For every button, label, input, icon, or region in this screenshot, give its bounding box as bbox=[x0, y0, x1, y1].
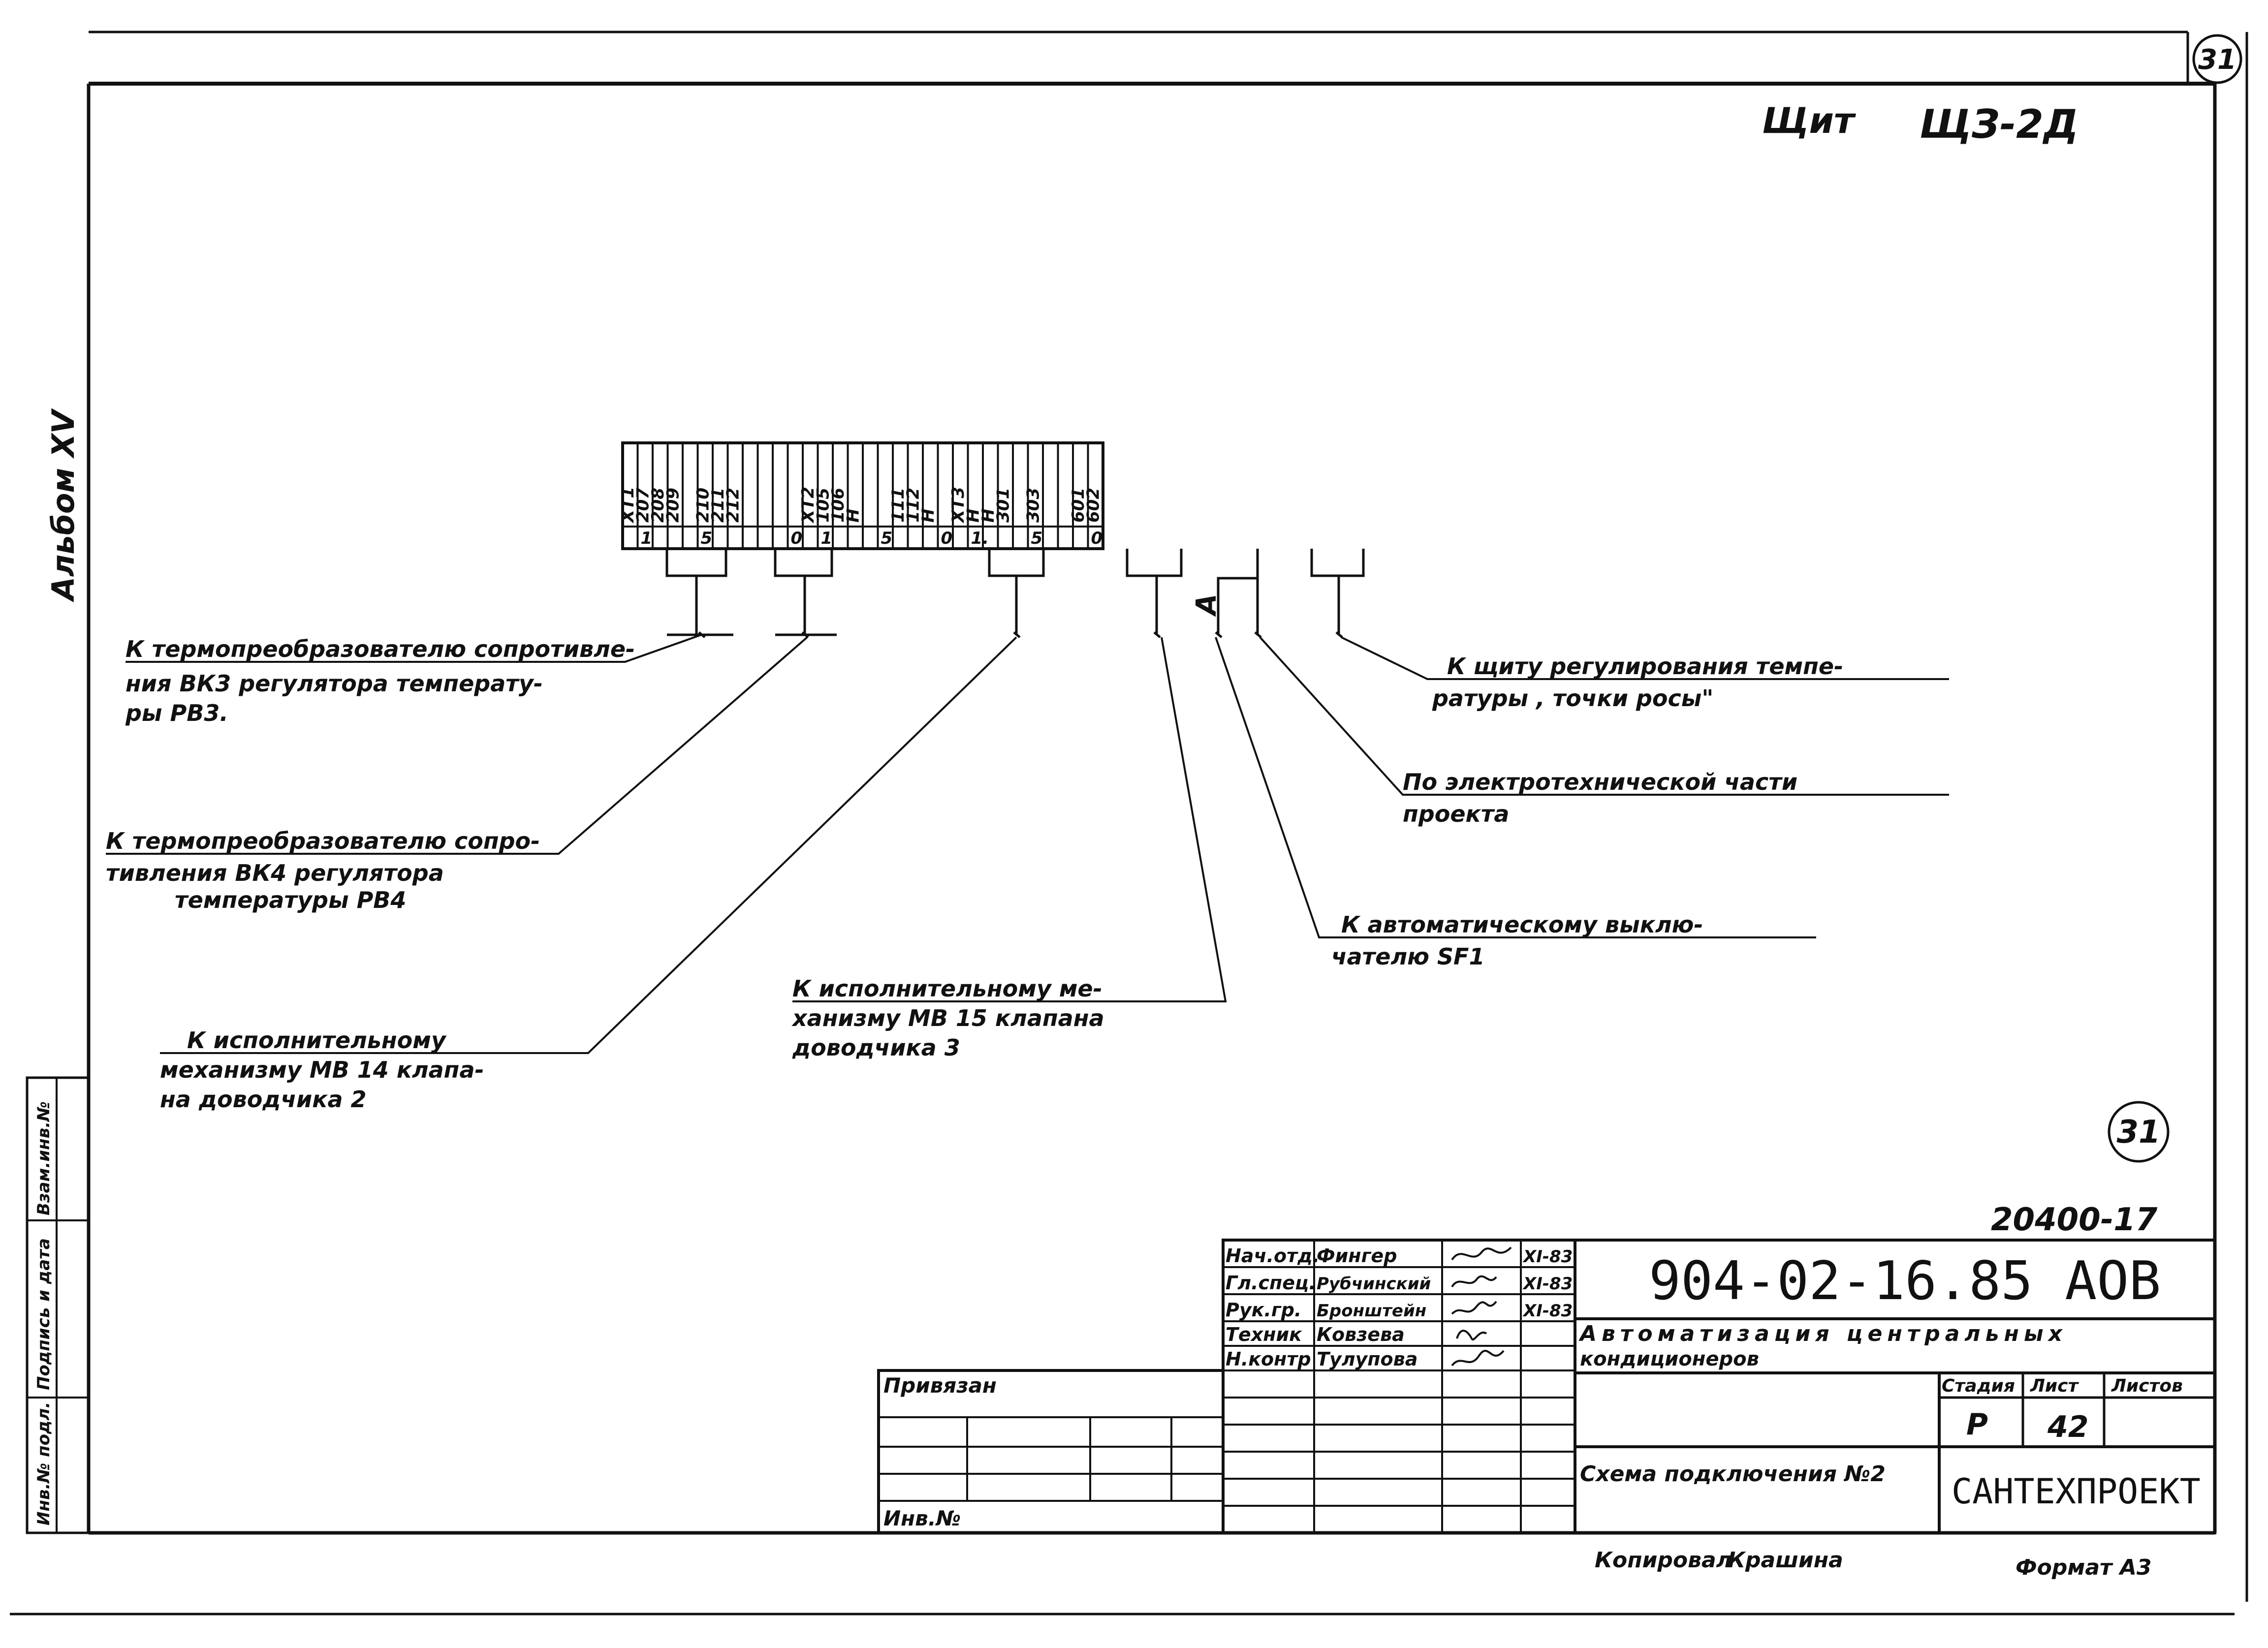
sig-date-3: ХI-83 bbox=[1522, 1301, 1573, 1321]
sig-role-1: Нач.отд. bbox=[1226, 1245, 1320, 1267]
title-block-text: 20400-17 904-02-16.85 АОВ Автоматизация … bbox=[883, 1202, 2201, 1580]
terminal-cell-label: 106 bbox=[828, 488, 848, 523]
callout-1-line-2: ния ВК3 регулятора температу- bbox=[126, 670, 543, 697]
panel-label: Щит bbox=[1762, 100, 1857, 141]
callout-7-line-2: ратуры , точки росы" bbox=[1432, 685, 1713, 712]
format-label: Формат А3 bbox=[2016, 1555, 2152, 1580]
inv-label: Инв.№ bbox=[883, 1506, 961, 1530]
sheet-header: Лист bbox=[2030, 1376, 2079, 1396]
terminal-mark: 1 bbox=[821, 529, 833, 548]
callout-5-line-1: К автоматическому выклю- bbox=[1341, 911, 1703, 938]
callout-texts: К термопреобразователю сопротивле- ния В… bbox=[106, 636, 1843, 1113]
terminal-mark: 1. bbox=[971, 529, 989, 548]
stage-header: Стадия bbox=[1942, 1376, 2015, 1396]
bound-label: Привязан bbox=[883, 1373, 997, 1398]
callout-6-line-2: проекта bbox=[1403, 801, 1509, 827]
side-stamp: Инв.№ подл. Подпись и дата Взам.инв.№ bbox=[26, 1076, 90, 1534]
sheet-title: Схема подключения №2 bbox=[1580, 1461, 1886, 1487]
callout-4-line-2: ханизму МВ 15 клапана bbox=[791, 1005, 1104, 1031]
terminal-cell-label: 207 bbox=[633, 488, 653, 523]
callout-6-line-1: По электротехнической части bbox=[1403, 769, 1797, 795]
signature-scribbles bbox=[1451, 1246, 1512, 1367]
callout-5-line-2: чателю SF1 bbox=[1331, 943, 1484, 970]
terminal-cell-label: 112 bbox=[903, 488, 923, 523]
callout-2-line-1: К термопреобразователю сопро- bbox=[106, 828, 540, 854]
doc-title-line-1: Автоматизация центральных bbox=[1578, 1321, 2067, 1346]
sig-name-4: Ковзева bbox=[1317, 1324, 1405, 1345]
sheet-number-badge: 31 bbox=[2192, 34, 2242, 84]
callout-3-line-3: на доводчика 2 bbox=[160, 1086, 367, 1113]
sheet-frame bbox=[10, 31, 2248, 1616]
callout-3-line-2: механизму МВ 14 клапа- bbox=[160, 1057, 484, 1083]
callout-2-line-3: температуры РВ4 bbox=[175, 887, 406, 913]
sheet-number-text-2: 31 bbox=[2116, 1114, 2160, 1150]
callout-1-line-1: К термопреобразователю сопротивле- bbox=[126, 636, 635, 662]
callout-7-line-1: К щиту регулирования темпе- bbox=[1447, 653, 1843, 680]
terminal-cell-label: ХТ2 bbox=[798, 487, 818, 524]
terminal-cell-label: 211 bbox=[708, 488, 728, 523]
sheet-number-text: 31 bbox=[2198, 44, 2236, 76]
inventory-code: 20400-17 bbox=[1991, 1202, 2158, 1238]
callout-3-line-1: К исполнительному bbox=[187, 1027, 447, 1054]
callout-1-line-3: ры РВ3. bbox=[125, 700, 228, 726]
terminal-cell-label: 602 bbox=[1083, 488, 1103, 523]
leader-lines bbox=[106, 634, 1949, 1054]
copied-label: Копировал bbox=[1595, 1548, 1732, 1573]
doc-code: 904-02-16.85 АОВ bbox=[1649, 1250, 2161, 1312]
stamp-signature-date: Подпись и дата bbox=[34, 1238, 54, 1390]
sig-name-1: Фингер bbox=[1317, 1245, 1397, 1267]
sig-role-5: Н.контр bbox=[1226, 1348, 1311, 1370]
terminal-cell-label: Н bbox=[843, 509, 863, 523]
terminal-mark: 5 bbox=[701, 529, 713, 548]
terminal-cell-label: Н bbox=[963, 509, 983, 523]
copied-by: Крашина bbox=[1728, 1548, 1843, 1573]
cable-label-a: А bbox=[1191, 594, 1223, 617]
terminal-mark: 1 bbox=[641, 529, 653, 548]
terminal-cell-label: 208 bbox=[648, 488, 668, 523]
terminal-mark: 5 bbox=[881, 529, 893, 548]
sheets-header: Листов bbox=[2111, 1376, 2183, 1396]
terminal-cell-label: 212 bbox=[723, 488, 743, 523]
terminal-mark: 5 bbox=[1031, 529, 1043, 548]
organization: САНТЕХПРОЕКТ bbox=[1952, 1471, 2201, 1512]
terminal-cell-label: 601 bbox=[1069, 488, 1088, 523]
sig-date-1: ХI-83 bbox=[1522, 1247, 1573, 1267]
callout-4-line-1: К исполнительному ме- bbox=[792, 975, 1102, 1002]
terminal-cell-label: 301 bbox=[993, 488, 1013, 523]
stage-value: Р bbox=[1966, 1407, 1988, 1442]
sig-role-4: Техник bbox=[1226, 1324, 1302, 1345]
terminal-cell-label: 105 bbox=[813, 488, 833, 523]
terminal-mark: 0 bbox=[941, 529, 953, 548]
doc-title-line-2: кондиционеров bbox=[1580, 1348, 1759, 1370]
terminal-cell-label: Н bbox=[978, 509, 998, 523]
sig-name-5: Тулупова bbox=[1317, 1348, 1418, 1370]
terminal-cell-label: 210 bbox=[693, 488, 713, 523]
terminal-cell-label: ХТ3 bbox=[948, 487, 968, 524]
sig-date-2: ХI-83 bbox=[1522, 1274, 1573, 1294]
album-label: Альбом XV bbox=[45, 407, 81, 603]
title-block bbox=[877, 1239, 2216, 1534]
terminal-cell-label: ХТ1 bbox=[618, 487, 638, 524]
terminal-mark: 0 bbox=[1091, 529, 1103, 548]
sig-name-2: Рубчинский bbox=[1317, 1274, 1431, 1294]
sheet-number-badge-2: 31 bbox=[2108, 1101, 2170, 1163]
sig-name-3: Бронштейн bbox=[1317, 1301, 1426, 1321]
sig-role-2: Гл.спец. bbox=[1226, 1272, 1316, 1294]
stamp-replaced-inv: Взам.инв.№ bbox=[34, 1101, 54, 1215]
terminal-cell-label: 111 bbox=[888, 488, 908, 523]
sig-role-3: Рук.гр. bbox=[1226, 1299, 1301, 1321]
callout-4-line-3: доводчика 3 bbox=[792, 1034, 960, 1061]
terminal-mark: 0 bbox=[791, 529, 803, 548]
sheet-value: 42 bbox=[2047, 1410, 2089, 1444]
terminal-cell-label: Н bbox=[918, 509, 938, 523]
callout-2-line-2: тивления ВК4 регулятора bbox=[106, 860, 444, 886]
wiring bbox=[665, 549, 1365, 638]
terminal-cell-label: 303 bbox=[1023, 488, 1043, 523]
terminal-cell-label: 209 bbox=[663, 488, 683, 523]
stamp-inv-original: Инв.№ подл. bbox=[34, 1402, 54, 1525]
panel-name: ЩЗ-2Д bbox=[1920, 101, 2079, 147]
